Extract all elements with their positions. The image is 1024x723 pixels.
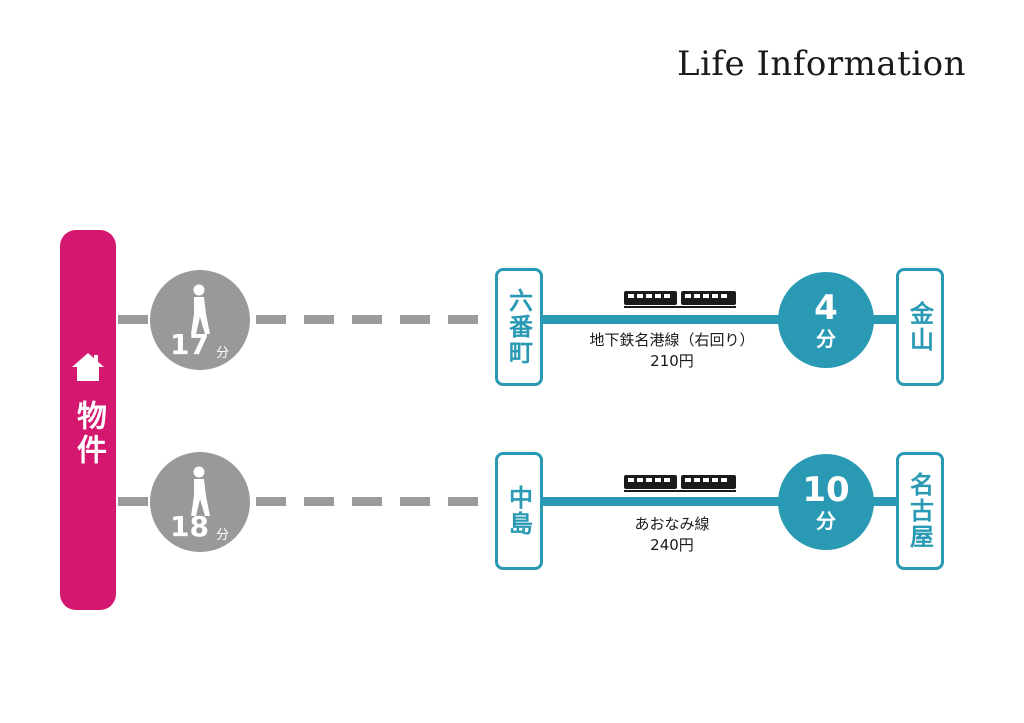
property-bar: 物件 (60, 230, 116, 610)
station-to: 金山 (896, 268, 944, 386)
line-fare: 210円 (650, 352, 694, 370)
walk-circle: 17 分 (150, 270, 250, 370)
train-icon (624, 291, 736, 308)
ride-time-circle: 4 分 (778, 272, 874, 368)
ride-minutes: 4 (814, 288, 838, 328)
station-from: 中島 (495, 452, 543, 570)
station-from: 六番町 (495, 268, 543, 386)
walk-dash-left (118, 497, 150, 506)
station-to: 名古屋 (896, 452, 944, 570)
walk-minutes: 17 (170, 328, 209, 361)
walking-person-icon (191, 284, 210, 334)
train-icon (624, 475, 736, 492)
rail-line (543, 497, 781, 506)
walking-person-icon (191, 466, 210, 516)
page-title: Life Information (676, 44, 966, 84)
walk-circle: 18 分 (150, 452, 250, 552)
rail-line-end (873, 315, 897, 324)
ride-unit: 分 (816, 509, 836, 533)
walk-dash-left (118, 315, 150, 324)
ride-unit: 分 (816, 327, 836, 351)
ride-time-circle: 10 分 (778, 454, 874, 550)
line-label: 地下鉄名港線（右回り） 210円 (562, 330, 782, 372)
line-fare: 240円 (650, 536, 694, 554)
rail-line (543, 315, 781, 324)
walk-unit: 分 (216, 346, 230, 361)
line-name: 地下鉄名港線（右回り） (589, 331, 755, 349)
house-icon (71, 352, 105, 386)
line-label: あおなみ線 240円 (562, 514, 782, 556)
walk-dash-right (256, 315, 496, 324)
property-label: 物件 (71, 400, 106, 468)
ride-minutes: 10 (802, 470, 850, 510)
walk-minutes: 18 (170, 510, 209, 543)
line-name: あおなみ線 (634, 515, 710, 533)
walk-dash-right (256, 497, 496, 506)
walk-unit: 分 (216, 528, 230, 543)
rail-line-end (873, 497, 897, 506)
